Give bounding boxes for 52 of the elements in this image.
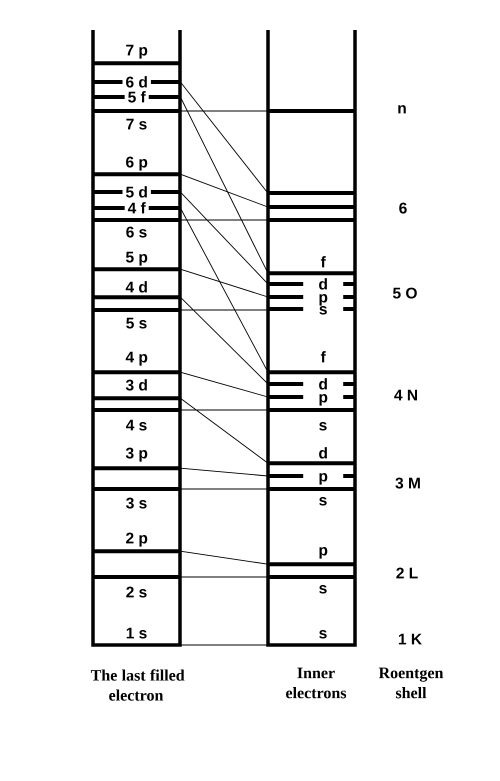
connector-line	[180, 296, 268, 384]
energy-level-line: p	[268, 473, 356, 485]
shell-label: 1 K	[398, 634, 422, 644]
shell-label: n	[398, 105, 406, 114]
connector-line	[180, 174, 268, 208]
level-label: s	[319, 630, 327, 639]
level-label: 4 s	[126, 420, 147, 431]
energy-level-line: f	[268, 256, 356, 276]
energy-level-line: 4 d	[93, 281, 180, 300]
connector-line	[180, 208, 268, 373]
level-label: s	[319, 585, 327, 594]
connector-line	[180, 550, 268, 565]
energy-level-line: p	[268, 294, 356, 306]
connector-line	[180, 372, 268, 398]
energy-level-line: 4 f	[93, 202, 180, 214]
shell-label: 3 M	[395, 478, 420, 489]
shell-label: 2 L	[396, 568, 418, 578]
energy-level-line: 5 d	[93, 186, 180, 198]
energy-level-line: p	[268, 547, 356, 566]
level-label: 2 s	[126, 586, 147, 598]
energy-level-line: 7 p	[93, 44, 180, 66]
energy-level-line: d	[268, 378, 356, 390]
energy-level-line: p	[268, 394, 356, 406]
energy-level-line: 3 p	[93, 448, 180, 470]
shell-label: 4 N	[394, 390, 417, 400]
column-heading: Roentgen shell	[378, 668, 444, 698]
level-label: 6 s	[126, 226, 147, 238]
energy-level-line: d	[268, 278, 356, 290]
shell-label: 6	[399, 202, 407, 214]
connector-line	[180, 398, 268, 464]
energy-level-line: 3 d	[93, 379, 180, 400]
level-label: 1 s	[126, 628, 147, 639]
level-label: 7 s	[126, 118, 147, 130]
connector-line	[180, 192, 268, 284]
energy-level-line: 5 f	[93, 91, 180, 103]
connector-line	[180, 96, 268, 274]
energy-level-line: 2 p	[93, 532, 180, 554]
energy-level-line: 4 p	[93, 352, 180, 374]
level-label: s	[319, 422, 327, 431]
level-label: s	[319, 497, 327, 506]
shell-label: 5 O	[392, 288, 417, 299]
energy-level-line: 6 d	[93, 76, 180, 88]
energy-level-line: 6 p	[93, 156, 180, 176]
energy-level-line: d	[268, 447, 356, 466]
level-label: 3 s	[126, 498, 147, 509]
energy-level-line: 5 p	[93, 252, 180, 272]
connector-line	[180, 82, 268, 194]
connector-line	[180, 468, 268, 476]
energy-level-line: s	[268, 306, 356, 315]
energy-level-line: f	[268, 351, 356, 374]
connector-line	[180, 268, 268, 298]
level-label: 5 s	[126, 318, 147, 329]
